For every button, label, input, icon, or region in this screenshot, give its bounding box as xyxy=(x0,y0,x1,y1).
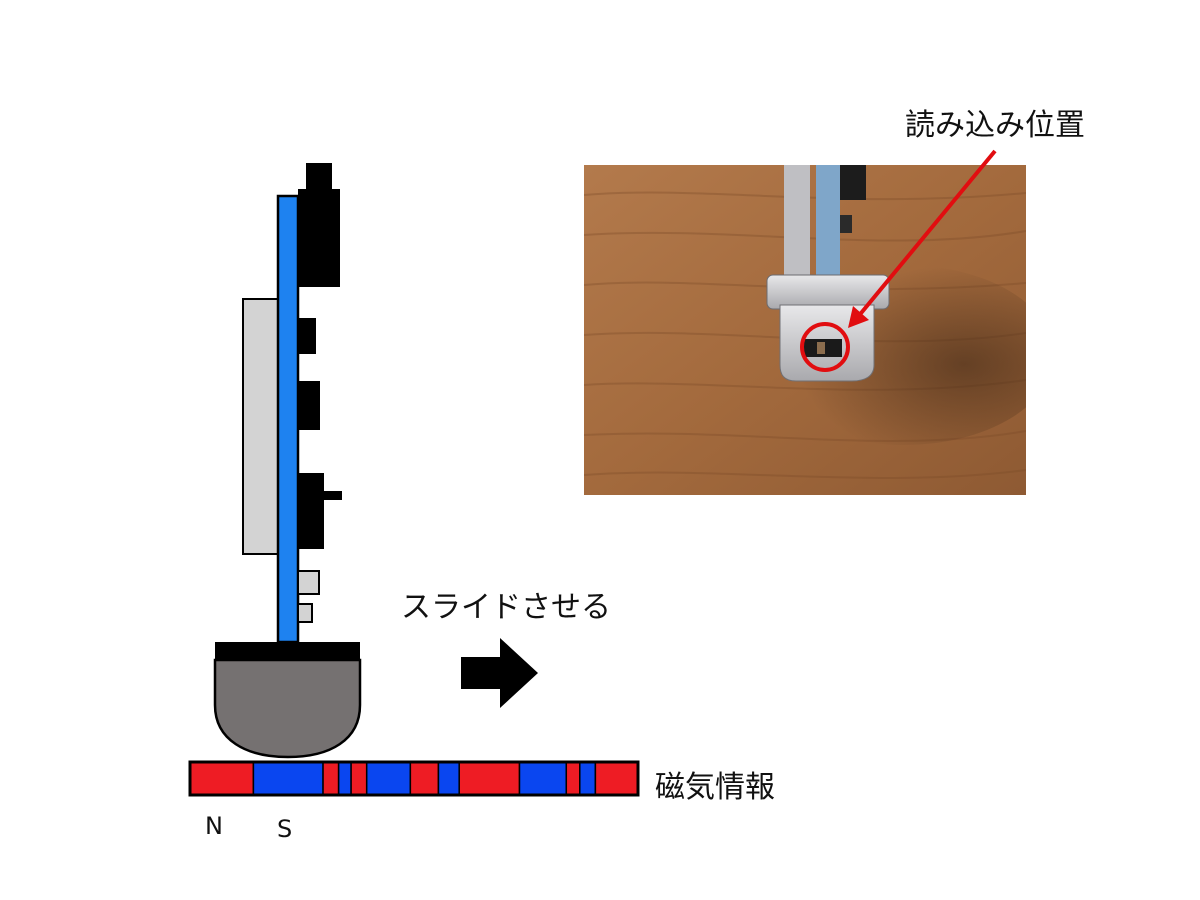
pole-n-label: N xyxy=(205,812,223,840)
read-position-label: 読み込み位置 xyxy=(905,108,1085,143)
chip-3-pin xyxy=(322,491,342,500)
small-component-2 xyxy=(297,603,313,623)
strip-segment-s xyxy=(252,761,324,796)
chip-1 xyxy=(298,318,316,354)
photo-pcb xyxy=(816,165,840,275)
magnetic-head xyxy=(213,658,362,759)
read-position-arrow-shaft xyxy=(855,149,997,320)
magnetic-strip-border xyxy=(188,760,640,797)
photo-connector xyxy=(840,165,866,200)
chip-2 xyxy=(298,381,320,430)
strip-segment-s xyxy=(518,761,568,796)
chip-3 xyxy=(298,473,324,549)
photo-bracket xyxy=(784,165,810,275)
magnetic-info-label: 磁気情報 xyxy=(655,770,775,805)
reader-housing xyxy=(242,298,280,555)
read-position-circle xyxy=(800,322,850,372)
slide-arrow xyxy=(461,638,538,708)
photo-component xyxy=(840,215,852,233)
magnetic-head-cap xyxy=(215,642,360,661)
read-position-arrow-head xyxy=(848,306,869,328)
pole-s-label: S xyxy=(277,815,293,843)
photo-read-gap-core xyxy=(817,342,825,354)
small-component-1 xyxy=(297,570,320,595)
strip-segment-s xyxy=(365,761,412,796)
connector-top xyxy=(306,163,332,191)
connector-body xyxy=(298,189,340,287)
slide-label: スライドさせる xyxy=(401,590,611,625)
